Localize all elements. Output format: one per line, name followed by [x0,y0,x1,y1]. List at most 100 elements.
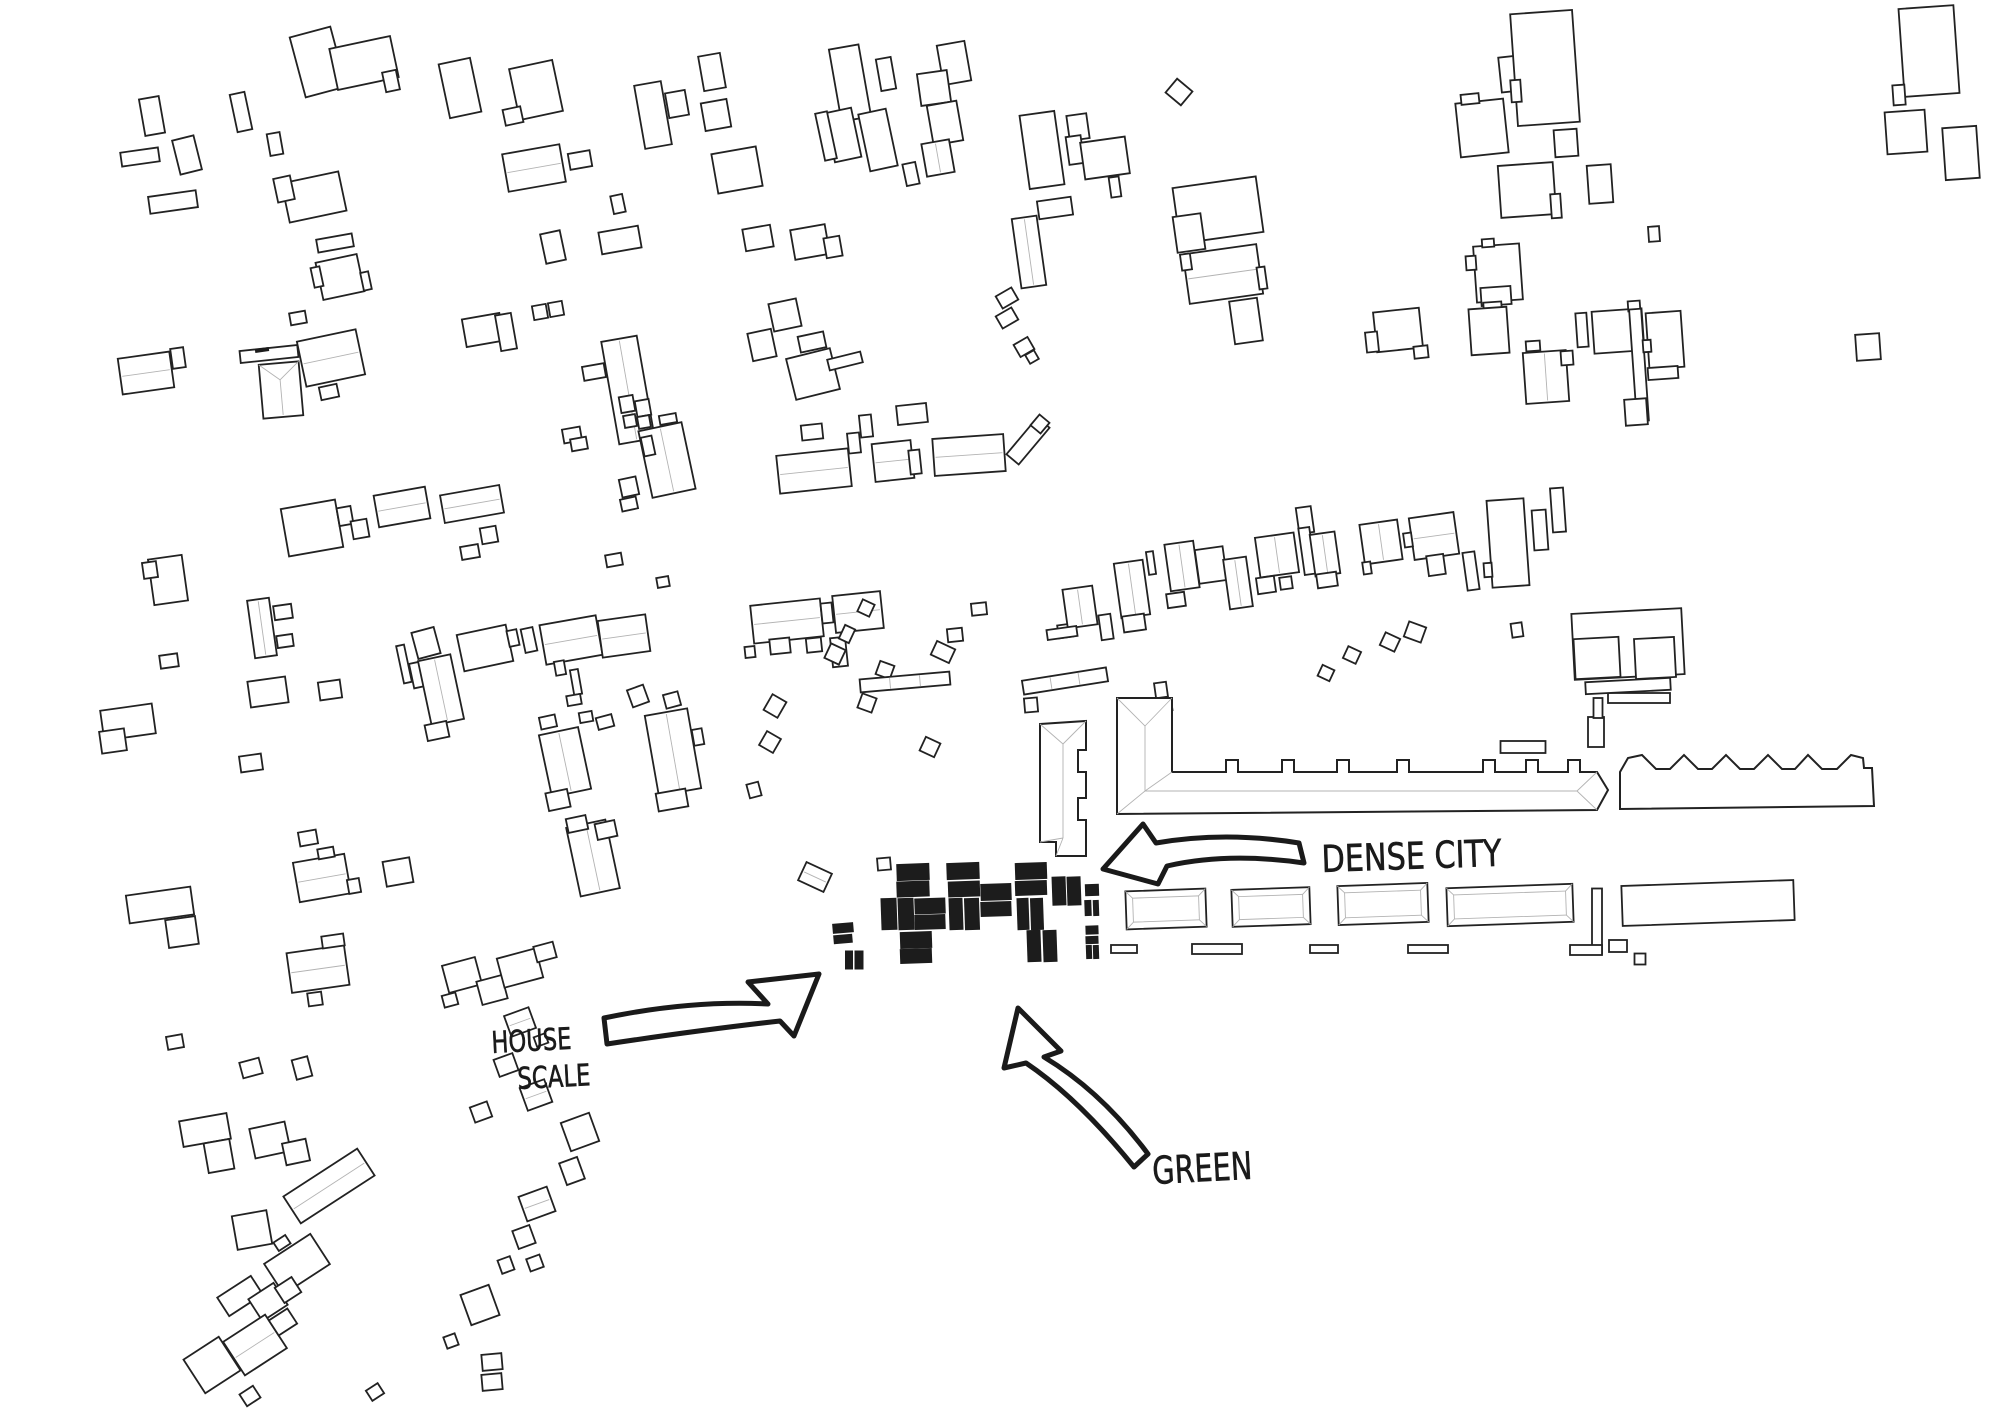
building-footprint [1255,265,1269,291]
building-footprint [1499,740,1547,754]
building-footprint [147,189,199,215]
building-footprint [819,601,835,625]
building-footprint [1023,348,1041,366]
building-footprint [643,707,703,797]
building-footprint [480,1372,504,1392]
building-footprint [746,327,778,363]
building-footprint [1228,296,1264,346]
building-footprint [505,628,521,648]
building-footprint [519,625,539,655]
building-footprint [1509,621,1525,639]
building-footprint [1110,944,1138,954]
building-footprint [1402,620,1428,644]
building-footprint [437,56,483,120]
building-footprint [663,88,691,120]
building-footprint [1620,879,1796,927]
building-footprint [1941,124,1981,182]
building-footprint [837,623,857,645]
building-footprint [272,602,294,622]
project-building [1016,897,1030,931]
building-footprint [455,623,515,673]
project-building [897,897,915,931]
building-footprint [280,170,348,224]
building-footprint [228,90,254,134]
building-footprint [1647,225,1661,243]
building-footprint [282,1147,376,1225]
building-footprint [459,1283,501,1327]
building-footprint [1461,550,1481,592]
building-footprint [267,1307,299,1337]
building-footprint [438,483,506,525]
building-footprint [1061,584,1099,630]
building-footprint [518,1078,554,1112]
building-footprint [569,435,589,453]
building-footprint [1574,311,1590,349]
building-footprint [654,787,690,813]
building-footprint [1407,944,1449,954]
building-footprint [1309,944,1339,954]
building-footprint [907,448,923,476]
building-footprint [171,134,203,176]
building-footprint [546,299,566,319]
building-footprint [618,495,640,513]
building-footprint [345,877,363,895]
building-footprint [1641,338,1653,354]
project-building [1084,883,1100,897]
building-footprint [826,350,864,372]
building-footprint [1018,109,1066,191]
building-footprint [291,852,353,904]
building-footprint [372,485,432,529]
building-footprint [1165,590,1187,610]
building-footprint [1181,243,1265,305]
building-footprint [1278,575,1294,591]
project-building [948,897,964,931]
label-dense-city: DENSE CITY [1321,832,1503,881]
building-footprint [1509,78,1523,104]
building-footprint [262,1232,332,1296]
building-footprint [609,192,627,216]
arrow-house-scale [601,971,822,1047]
building-footprint [895,401,929,427]
building-footprint [257,360,305,420]
building-footprint [237,752,265,774]
building-footprint [1569,944,1603,956]
building-footprint [230,1209,274,1251]
building-footprint [633,80,673,150]
building-footprint [335,504,355,528]
building-footprint [416,653,466,727]
building-footprint [164,915,200,949]
project-building [899,930,933,950]
building-footprint [661,690,683,710]
building-footprint [1230,886,1312,928]
building-footprint [697,51,727,93]
building-footprint [568,667,584,697]
building-footprint [1316,663,1336,683]
project-building [1014,879,1048,897]
building-footprint [320,932,346,950]
building-footprint [918,735,942,759]
building-footprint [381,68,401,94]
building-footprint [856,598,876,618]
context-buildings [98,4,1981,1408]
building-footprint [1107,175,1123,199]
building-footprint [98,727,128,755]
building-footprint [246,596,278,660]
building-footprint [1587,716,1605,748]
building-footprint [182,1335,242,1395]
building-footprint [636,414,652,430]
building-footprint [594,713,616,731]
building-footprint [508,58,564,122]
building-footprint [639,434,657,458]
building-footprint [1308,530,1342,578]
building-footprint [124,885,196,925]
building-footprint [265,130,285,158]
project-building [914,897,946,915]
building-footprint [1402,531,1414,549]
label-house: HOUSE [491,1022,573,1061]
building-footprint [796,330,828,354]
building-footprint [238,1384,262,1408]
perimeter-block [1116,697,1610,816]
